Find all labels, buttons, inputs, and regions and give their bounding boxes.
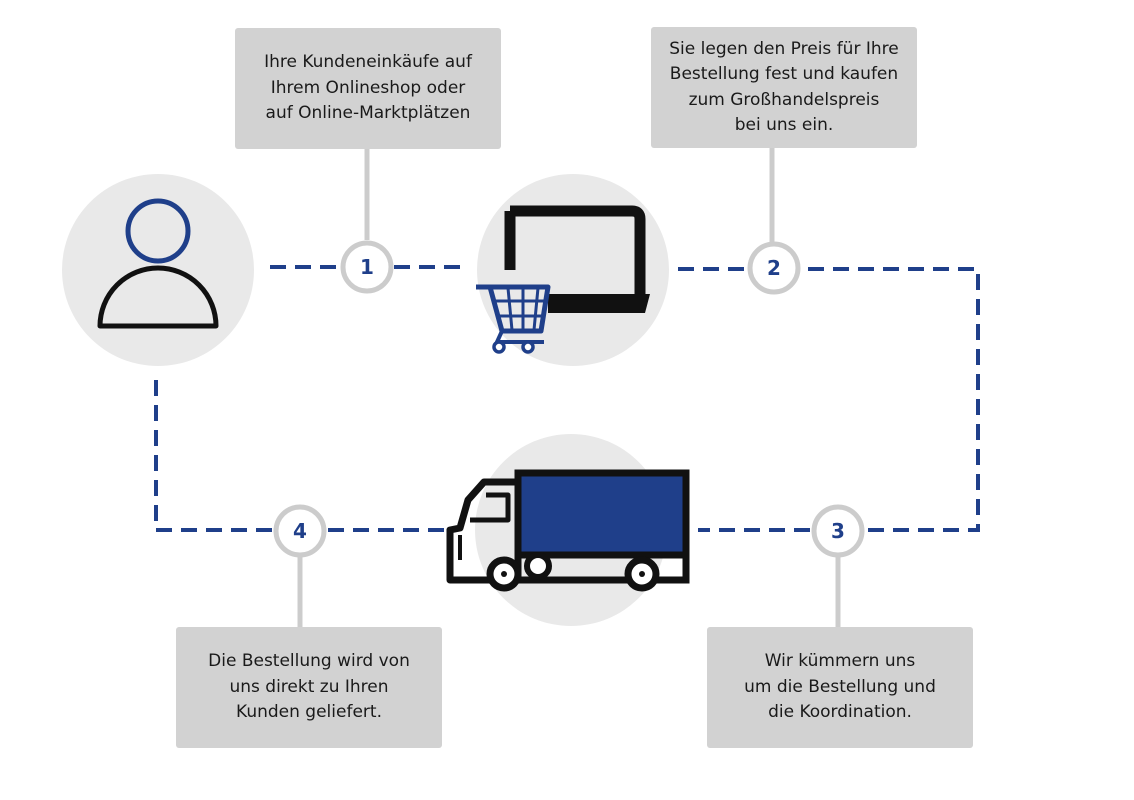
step-badge-1: 1 xyxy=(340,240,394,294)
laptop-icon xyxy=(504,205,650,313)
flow-lines xyxy=(154,265,980,532)
step-2-description: Sie legen den Preis für Ihre Bestellung … xyxy=(651,27,917,148)
step-3-description: Wir kümmern uns um die Bestellung und di… xyxy=(707,627,973,748)
step-2-line-3: zum Großhandelspreis xyxy=(688,89,880,110)
step-4-line-3: Kunden geliefert. xyxy=(236,702,382,723)
step-1-description: Ihre Kundeneinkäufe auf Ihrem Onlineshop… xyxy=(235,28,501,149)
step-3-line-2: um die Bestellung und xyxy=(744,676,936,697)
step-3-line-3: die Koordination. xyxy=(768,702,912,723)
step-1-line-1: Ihre Kundeneinkäufe auf xyxy=(264,52,472,73)
person-icon xyxy=(97,198,219,329)
step-number-1: 1 xyxy=(360,255,374,279)
step-4-description: Die Bestellung wird von uns direkt zu Ih… xyxy=(176,627,442,748)
step-1-line-2: Ihrem Onlineshop oder xyxy=(270,77,466,98)
step-number-3: 3 xyxy=(831,519,845,543)
step-2-line-1: Sie legen den Preis für Ihre xyxy=(669,38,899,59)
step-3-line-1: Wir kümmern uns xyxy=(764,651,916,672)
box-connectors xyxy=(297,147,841,628)
step-1-line-3: auf Online-Marktplätzen xyxy=(265,103,471,124)
shop-circle xyxy=(477,174,669,366)
flow-line-step2-to-step3 xyxy=(808,267,980,532)
flow-line-step4-to-customer xyxy=(154,375,272,532)
shopping-cart-icon xyxy=(476,284,551,354)
step-number-4: 4 xyxy=(293,519,307,543)
step-2-line-2: Bestellung fest und kaufen xyxy=(669,64,899,84)
step-badge-2: 2 xyxy=(747,241,801,295)
step-4-line-2: uns direkt zu Ihren xyxy=(229,676,389,697)
truck-icon xyxy=(446,469,690,592)
step-badge-4: 4 xyxy=(273,504,327,558)
step-badge-3: 3 xyxy=(811,504,865,558)
step-number-2: 2 xyxy=(767,256,781,280)
step-2-line-4: bei uns ein. xyxy=(734,115,834,135)
step-4-line-1: Die Bestellung wird von xyxy=(208,651,410,672)
